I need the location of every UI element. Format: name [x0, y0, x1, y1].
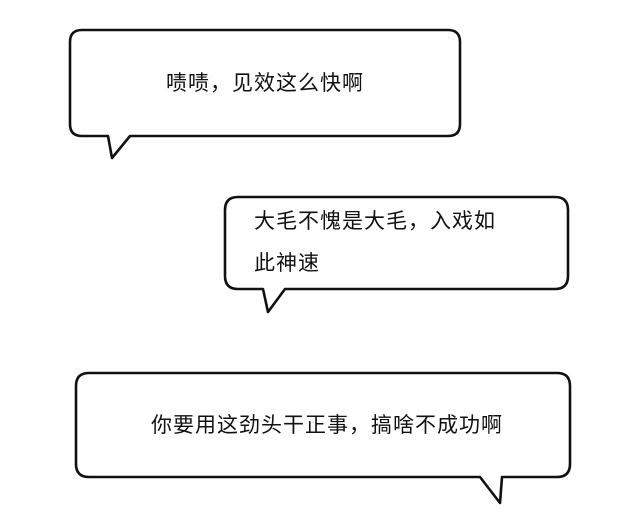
speech-bubble-3-line: 你要用这劲头干正事，搞啥不成功啊 [151, 413, 503, 437]
speech-bubble-1-line: 啧啧，见效这么快啊 [166, 71, 364, 95]
speech-bubble-2-line-2: 此神速 [254, 251, 320, 275]
speech-bubble-2-line-1: 大毛不愧是大毛，入戏如 [254, 209, 496, 233]
speech-bubble-1-text: 啧啧，见效这么快啊 [70, 30, 460, 136]
speech-bubble-2-text: 大毛不愧是大毛，入戏如 此神速 [254, 200, 554, 284]
speech-bubble-3-text: 你要用这劲头干正事，搞啥不成功啊 [76, 373, 570, 477]
